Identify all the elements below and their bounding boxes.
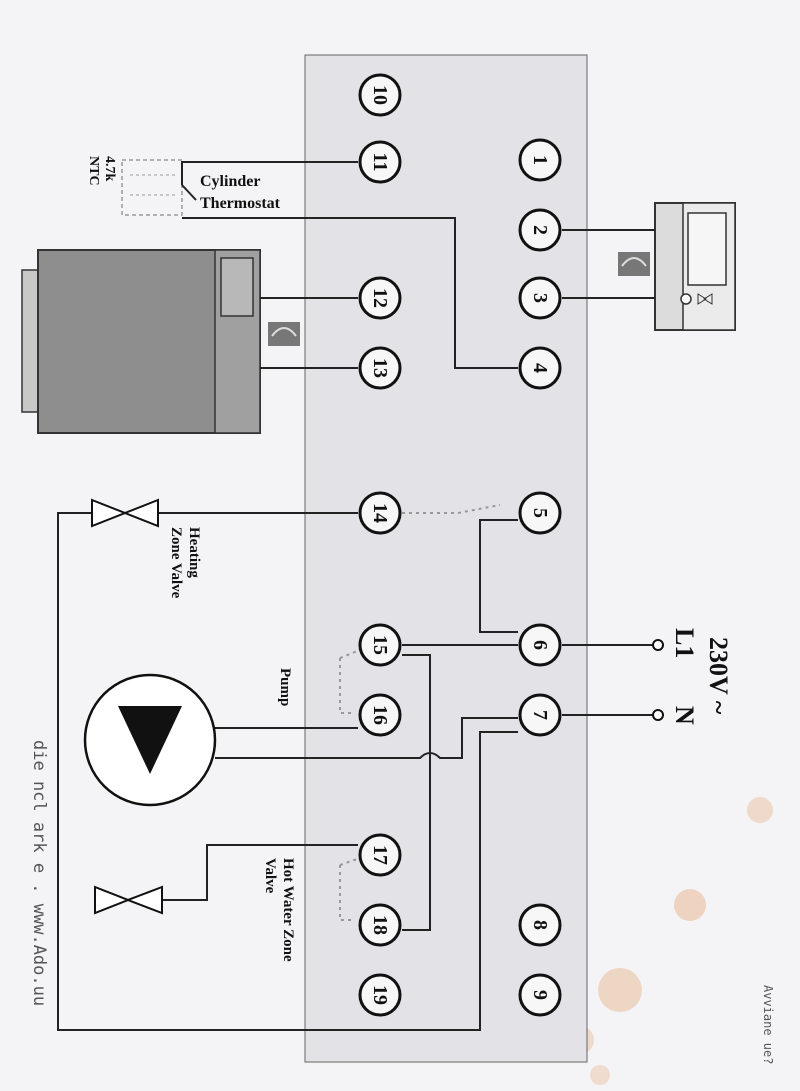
pump-label: Pump bbox=[277, 668, 293, 706]
terminal-10: 10 bbox=[358, 73, 402, 117]
terminal-number: 8 bbox=[529, 920, 551, 930]
terminal-18: 18 bbox=[358, 903, 402, 947]
terminal-circle bbox=[358, 973, 402, 1017]
terminal-number: 14 bbox=[369, 503, 391, 523]
pump-icon bbox=[83, 673, 217, 807]
cylinder-thermostat-label-line2: Thermostat bbox=[200, 195, 281, 212]
terminal-number: 12 bbox=[369, 288, 391, 308]
terminal-circle bbox=[358, 491, 402, 535]
terminal-circle bbox=[358, 623, 402, 667]
terminal-number: 10 bbox=[369, 85, 391, 105]
terminal-circle bbox=[358, 276, 402, 320]
terminal-circle bbox=[358, 140, 402, 184]
terminal-circle bbox=[518, 138, 562, 182]
terminal-19: 19 bbox=[358, 973, 402, 1017]
terminal-8: 8 bbox=[518, 903, 562, 947]
terminal-circle bbox=[518, 973, 562, 1017]
wires bbox=[57, 161, 658, 1031]
terminal-number: 1 bbox=[529, 155, 551, 165]
terminal-6: 6 bbox=[518, 623, 562, 667]
terminal-circle bbox=[518, 693, 562, 737]
terminal-5: 5 bbox=[518, 491, 562, 535]
terminal-circle bbox=[518, 903, 562, 947]
terminal-circle bbox=[358, 73, 402, 117]
terminal-circle bbox=[518, 276, 562, 320]
terminal-number: 17 bbox=[369, 845, 391, 865]
hot-water-zone-valve-label: Hot Water Zone bbox=[280, 858, 296, 962]
terminal-number: 6 bbox=[529, 640, 551, 650]
terminal-number: 19 bbox=[369, 985, 391, 1005]
terminal-2: 2 bbox=[518, 208, 562, 252]
terminal-circle bbox=[358, 833, 402, 877]
neutral-label: N bbox=[670, 706, 699, 725]
heating-zone-valve-label: Heating bbox=[186, 527, 202, 578]
handwritten-corner-note: Avviane ue? bbox=[761, 985, 775, 1064]
terminal-4: 4 bbox=[518, 346, 562, 390]
ntc-label: 4.7k bbox=[102, 156, 117, 182]
wireless-signal-icon bbox=[618, 252, 650, 276]
terminal-13: 13 bbox=[358, 346, 402, 390]
boiler bbox=[21, 249, 261, 434]
terminal-16: 16 bbox=[358, 693, 402, 737]
terminal-14: 14 bbox=[358, 491, 402, 535]
terminal-circle bbox=[518, 346, 562, 390]
programmer-unit bbox=[654, 202, 736, 331]
cylinder-thermostat-label: Cylinder bbox=[200, 173, 260, 190]
terminal-circle bbox=[358, 346, 402, 390]
terminal-number: 11 bbox=[369, 153, 391, 172]
heating-zone-valve-icon bbox=[91, 498, 159, 528]
terminal-number: 16 bbox=[369, 705, 391, 725]
terminal-9: 9 bbox=[518, 973, 562, 1017]
supply-terminals bbox=[652, 639, 664, 721]
terminal-11: 11 bbox=[358, 140, 402, 184]
wireless-signal-icon bbox=[268, 322, 300, 346]
terminal-number: 13 bbox=[369, 358, 391, 378]
terminal-17: 17 bbox=[358, 833, 402, 877]
terminal-circle bbox=[518, 491, 562, 535]
terminal-circle bbox=[518, 208, 562, 252]
terminal-7: 7 bbox=[518, 693, 562, 737]
handwritten-margin-note: die ncl ark e . www.Ado.uu bbox=[29, 740, 49, 1006]
terminal-number: 7 bbox=[529, 710, 551, 720]
heating-zone-valve-label-line2: Zone Valve bbox=[168, 527, 184, 599]
terminal-circle bbox=[358, 693, 402, 737]
voltage-label: 230V ~ bbox=[704, 637, 733, 715]
hot-water-zone-valve-icon bbox=[94, 885, 163, 915]
hot-water-zone-valve-label-line2: Valve bbox=[262, 858, 278, 894]
terminal-number: 15 bbox=[369, 635, 391, 655]
terminal-15: 15 bbox=[358, 623, 402, 667]
terminal-circle bbox=[358, 903, 402, 947]
terminal-1: 1 bbox=[518, 138, 562, 182]
terminal-number: 3 bbox=[529, 293, 551, 303]
live-label: L1 bbox=[670, 628, 699, 658]
terminal-circle bbox=[518, 623, 562, 667]
terminal-number: 4 bbox=[529, 363, 551, 373]
terminal-3: 3 bbox=[518, 276, 562, 320]
terminal-number: 5 bbox=[529, 508, 551, 518]
internal-relay-contacts bbox=[339, 504, 501, 921]
terminal-12: 12 bbox=[358, 276, 402, 320]
terminal-number: 18 bbox=[369, 915, 391, 935]
ntc-label-line2: NTC bbox=[86, 156, 101, 186]
ntc-sensor bbox=[121, 159, 183, 216]
terminal-number: 9 bbox=[529, 990, 551, 1000]
terminal-number: 2 bbox=[529, 225, 551, 235]
paper-stains bbox=[566, 797, 773, 1085]
